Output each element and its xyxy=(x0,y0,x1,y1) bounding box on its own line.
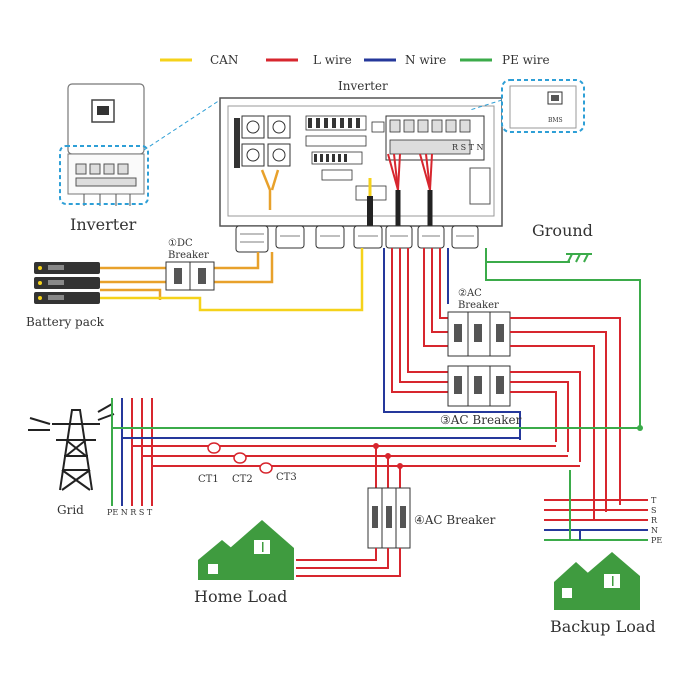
backup-phase-n: N xyxy=(651,526,658,535)
bms-label: BMS xyxy=(548,117,563,124)
battery-pack-label: Battery pack xyxy=(26,315,105,329)
ac-breaker-2-label-1: ②AC xyxy=(458,288,482,299)
legend: CAN L wire N wire PE wire xyxy=(160,53,550,67)
ac-breaker-backup xyxy=(447,365,511,407)
backup-phase-pe: PE xyxy=(651,536,662,545)
grid-wires xyxy=(111,398,640,506)
dc-breaker: ①DC Breaker xyxy=(165,238,215,291)
home-load-wires xyxy=(296,548,401,577)
breaker-output-wires xyxy=(510,317,621,520)
ac-breaker-4 xyxy=(367,487,411,549)
legend-pe-wire: PE wire xyxy=(502,53,550,67)
ac-breaker-2-label-2: Breaker xyxy=(458,300,499,311)
legend-l-wire: L wire xyxy=(313,53,352,67)
inverter-main-label: Inverter xyxy=(338,79,388,93)
backup-phase-s: S xyxy=(651,506,656,515)
legend-can: CAN xyxy=(210,53,238,67)
dc-wires xyxy=(100,252,274,300)
ct2-label: CT2 xyxy=(232,474,253,485)
ground-label: Ground xyxy=(532,221,593,240)
backup-bus-wires xyxy=(544,470,648,541)
dc-breaker-label-1: ①DC xyxy=(168,238,193,249)
ac-breaker-2: ②AC Breaker xyxy=(447,288,511,357)
backup-load-label: Backup Load xyxy=(550,617,656,636)
bms-callout: BMS xyxy=(469,79,585,133)
home-load-house-icon xyxy=(198,520,294,580)
inverter-ac-wires xyxy=(383,248,521,440)
grid-label: Grid xyxy=(57,503,84,517)
current-transformers xyxy=(207,442,273,474)
inverter-thumbnail: Inverter xyxy=(59,83,221,234)
grid-tower xyxy=(28,403,115,491)
backup-phase-t: T xyxy=(651,496,657,505)
ct3-label: CT3 xyxy=(276,472,297,483)
home-load-label: Home Load xyxy=(194,587,287,606)
inverter-main: Inverter xyxy=(219,79,503,253)
legend-n-wire: N wire xyxy=(405,53,446,67)
ac-breaker-3-label: ③AC Breaker xyxy=(440,413,522,427)
dc-breaker-label-2: Breaker xyxy=(168,250,209,261)
ct1-label: CT1 xyxy=(198,474,219,485)
terminal-block-label: R S T N xyxy=(452,143,483,152)
ground: Ground xyxy=(485,221,641,428)
backup-load-house-icon xyxy=(554,552,640,610)
backup-phase-r: R xyxy=(651,516,658,525)
grid-phases-label: PE N R S T xyxy=(107,508,153,517)
home-load-tap-wires xyxy=(375,446,401,488)
battery-pack: Battery pack xyxy=(26,262,105,329)
can-wire xyxy=(100,248,364,312)
inverter-thumb-label: Inverter xyxy=(70,215,137,234)
ac-breaker-4-label: ④AC Breaker xyxy=(414,513,496,527)
